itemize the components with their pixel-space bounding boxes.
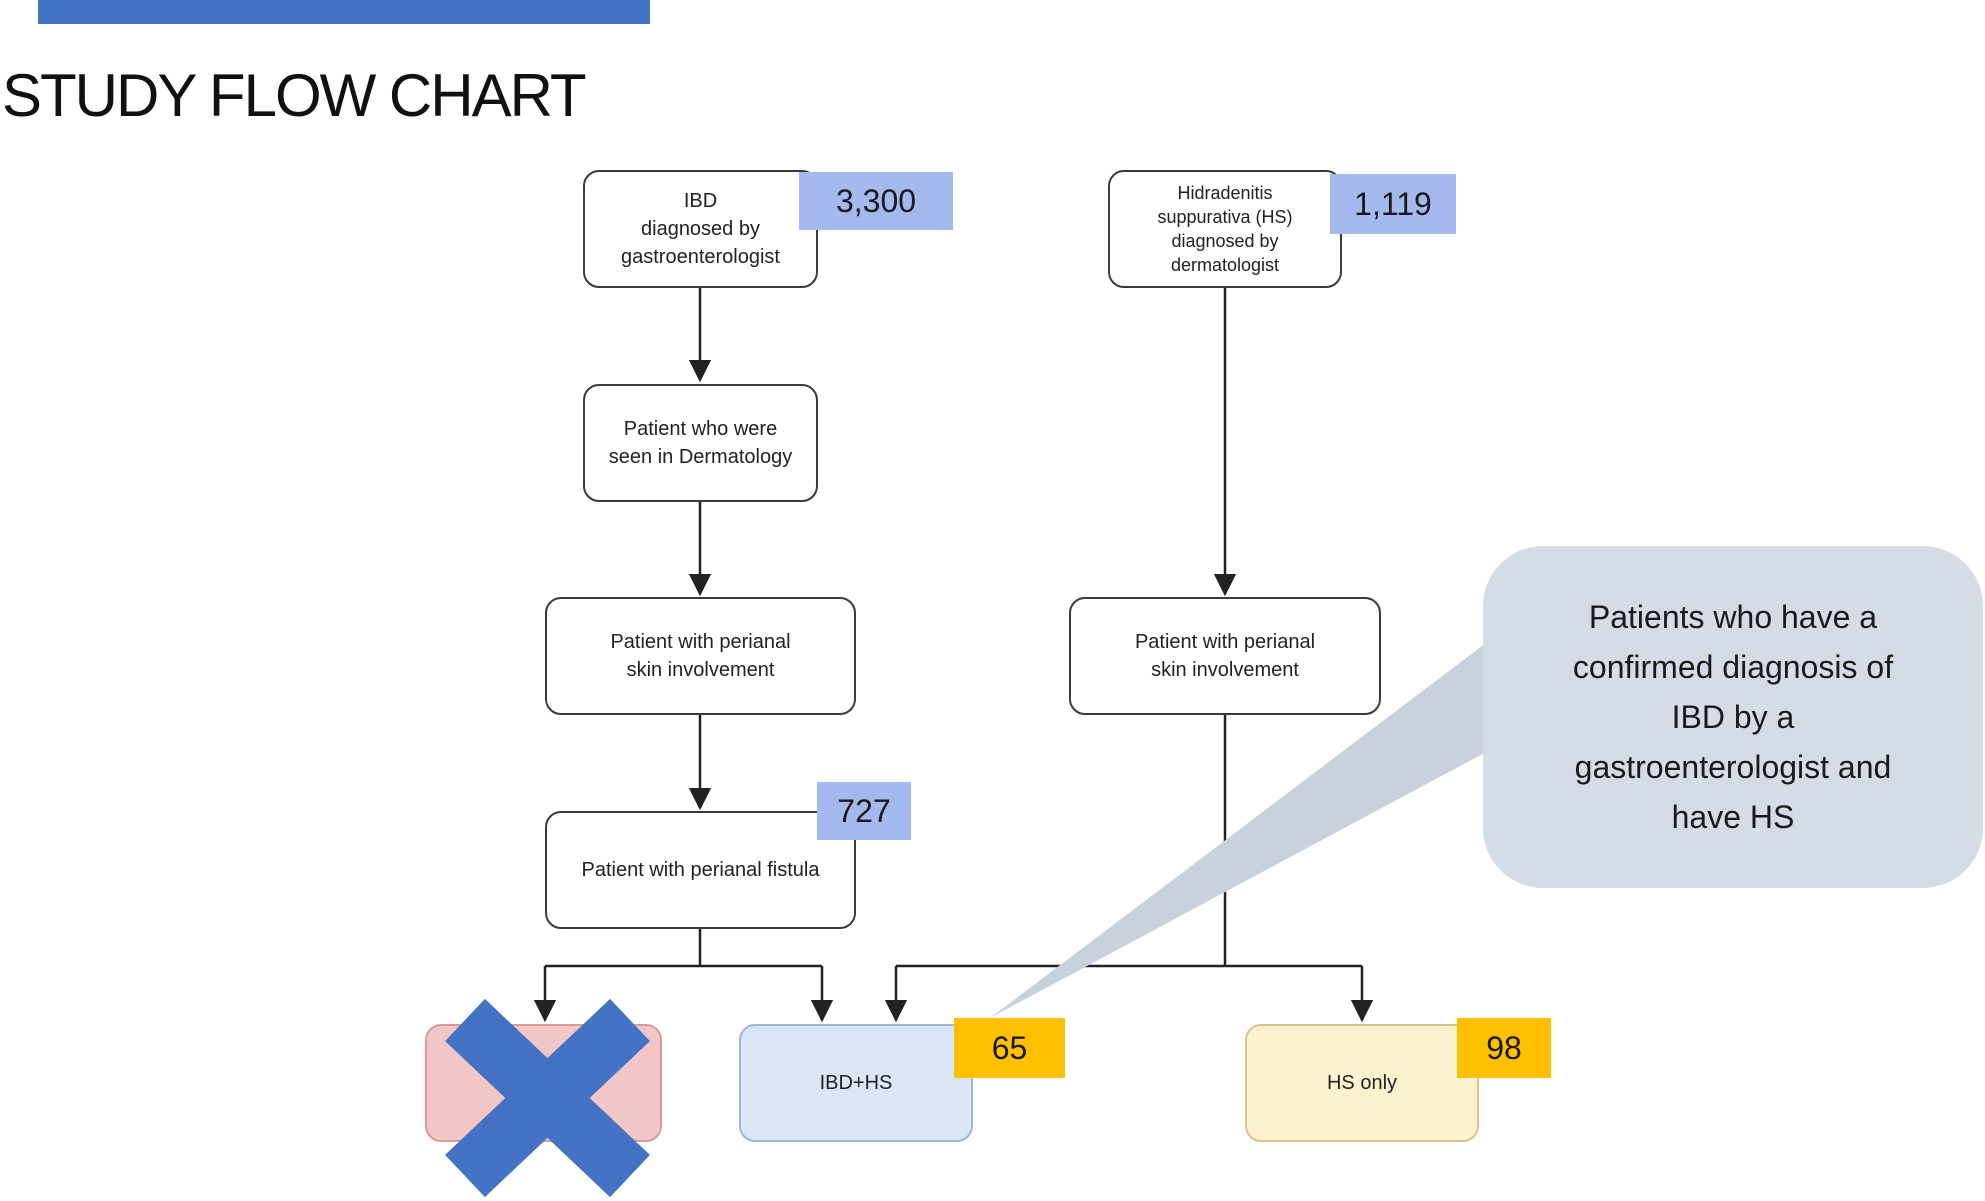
callout-bubble: Patients who have a confirmed diagnosis … xyxy=(1483,546,1983,888)
count-hs-only: 98 xyxy=(1457,1018,1551,1078)
box-text-line: suppurativa (HS) xyxy=(1157,207,1293,227)
box-text-line: Patient with perianal xyxy=(610,631,791,653)
perianal-fistula-box: Patient with perianal fistula xyxy=(545,811,856,929)
count-fistula: 727 xyxy=(817,782,911,840)
box-text-line: Hidradenitis xyxy=(1177,183,1273,203)
ibd-diagnosed-box: IBD diagnosed by gastroenterologist xyxy=(583,170,818,288)
box-text-line: gastroenterologist xyxy=(621,246,780,268)
page-title: STUDY FLOW CHART xyxy=(2,62,587,129)
callout-text-line: IBD by a xyxy=(1671,699,1795,735)
box-text-line: skin involvement xyxy=(626,659,775,681)
box-text-line: IBD+HS xyxy=(819,1072,893,1094)
seen-in-dermatology-box: Patient who were seen in Dermatology xyxy=(583,384,818,502)
title-accent-bar xyxy=(38,0,650,24)
callout-text-line: gastroenterologist and xyxy=(1574,749,1892,785)
perianal-skin-box-right: Patient with perianal skin involvement xyxy=(1069,597,1381,715)
callout-text-line: have HS xyxy=(1671,799,1795,835)
box-text-line: Patient who were xyxy=(623,418,778,440)
box-text-line: HS only xyxy=(1326,1072,1398,1094)
box-text-line: IBD xyxy=(683,190,718,212)
callout-text-line: Patients who have a xyxy=(1588,599,1878,635)
box-text-line: skin involvement xyxy=(1151,659,1299,681)
count-ibd: 3,300 xyxy=(799,172,953,230)
box-text-line: diagnosed by xyxy=(1171,231,1279,251)
count-hs: 1,119 xyxy=(1330,174,1456,234)
box-text-line: Patient with perianal xyxy=(1134,631,1316,653)
callout-text-line: confirmed diagnosis of xyxy=(1572,649,1894,685)
perianal-skin-box-left: Patient with perianal skin involvement xyxy=(545,597,856,715)
box-text-line: dermatologist xyxy=(1170,255,1280,275)
count-ibd-hs: 65 xyxy=(954,1018,1065,1078)
box-text-line: seen in Dermatology xyxy=(608,446,793,468)
hs-only-box: HS only xyxy=(1245,1024,1479,1142)
box-text-line: Patient with perianal fistula xyxy=(581,859,820,881)
ibd-hs-box: IBD+HS xyxy=(739,1024,973,1142)
box-text-line: diagnosed by xyxy=(641,218,760,240)
